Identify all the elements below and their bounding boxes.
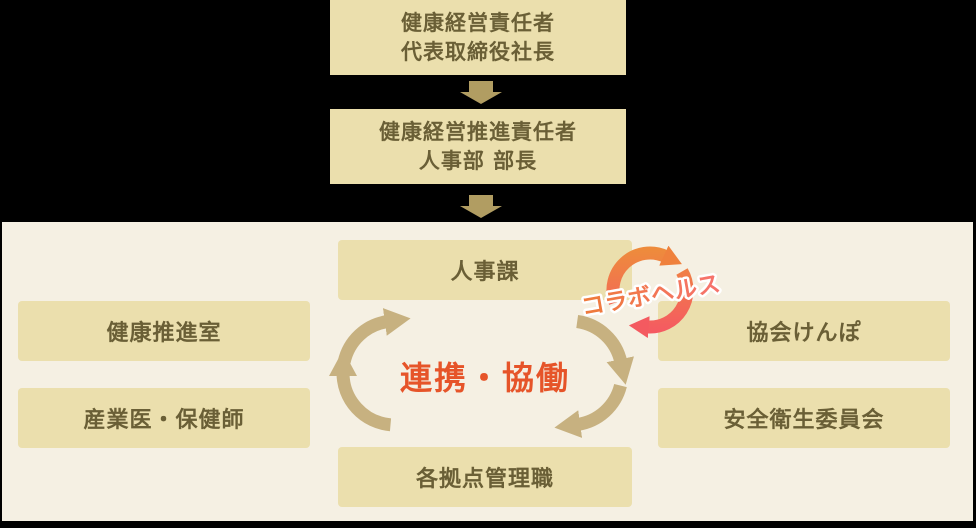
box-line: 代表取締役社長 [401, 39, 555, 64]
down-arrow-icon [460, 195, 502, 218]
box-occupational-physician: 産業医・保健師 [18, 388, 310, 448]
box-promotion-officer: 健康経営推進責任者 人事部 部長 [330, 109, 626, 184]
box-health-management-officer: 健康経営責任者 代表取締役社長 [330, 0, 626, 75]
down-arrow-icon [460, 81, 502, 104]
collaboration-panel: 人事課 健康推進室 産業医・保健師 協会けんぽ 安全衛生委員会 各拠点管理職 連… [2, 222, 973, 521]
box-line: 人事部 部長 [418, 148, 538, 173]
box-hr-section: 人事課 [338, 240, 632, 300]
box-safety-committee: 安全衛生委員会 [658, 388, 950, 448]
box-line: 健康経営推進責任者 [379, 119, 577, 144]
box-site-managers: 各拠点管理職 [338, 447, 632, 507]
box-line: 健康経営責任者 [401, 10, 555, 35]
box-kyokai-kenpo: 協会けんぽ [658, 301, 950, 361]
box-health-promotion-office: 健康推進室 [18, 301, 310, 361]
cooperation-label: 連携・協働 [399, 359, 570, 397]
